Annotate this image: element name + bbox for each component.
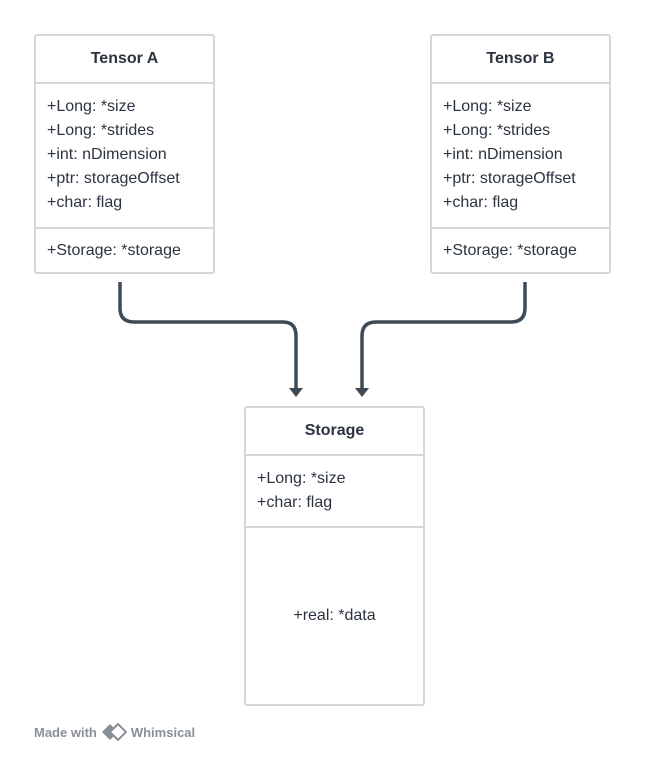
tensor-b-attr-size: +Long: *size [443,98,532,115]
whimsical-logo-icon [101,723,127,741]
tensor-b-title: Tensor B [486,50,555,67]
storage-attr-size: +Long: *size [257,470,346,487]
storage-class-box[interactable]: Storage +Long: *size +char: flag +real: … [244,406,425,706]
tensor-a-attr-ndimension: +int: nDimension [47,146,167,163]
connector-tensor-b-to-storage [360,282,527,388]
made-with-whimsical-badge[interactable]: Made with Whimsical [34,723,195,741]
tensor-b-storage-ref: +Storage: *storage [432,227,609,272]
tensor-a-attr-storageoffset: +ptr: storageOffset [47,170,180,187]
made-with-label: Made with [34,724,97,740]
storage-data-field: +real: *data [246,526,423,704]
tensor-b-attr-ndimension: +int: nDimension [443,146,563,163]
whimsical-brand-label: Whimsical [130,724,196,740]
tensor-b-attributes: +Long: *size +Long: *strides +int: nDime… [432,82,609,227]
storage-title: Storage [304,422,365,439]
tensor-a-title: Tensor A [90,50,159,67]
tensor-a-class-box[interactable]: Tensor A +Long: *size +Long: *strides +i… [34,34,215,274]
tensor-a-attr-strides: +Long: *strides [47,122,155,139]
tensor-b-class-box[interactable]: Tensor B +Long: *size +Long: *strides +i… [430,34,611,274]
arrowhead-tensor-b [355,388,369,397]
tensor-a-attributes: +Long: *size +Long: *strides +int: nDime… [36,82,213,227]
arrowhead-tensor-a [289,388,303,397]
tensor-a-attr-size: +Long: *size [47,98,136,115]
tensor-b-attr-flag: +char: flag [443,194,519,211]
tensor-a-attr-flag: +char: flag [47,194,123,211]
tensor-a-storage-ref: +Storage: *storage [36,227,213,272]
tensor-b-attr-storageoffset: +ptr: storageOffset [443,170,576,187]
storage-attributes: +Long: *size +char: flag [246,454,423,526]
storage-attr-flag: +char: flag [257,494,333,511]
tensor-b-attr-strides: +Long: *strides [443,122,551,139]
connector-tensor-a-to-storage [118,282,298,388]
